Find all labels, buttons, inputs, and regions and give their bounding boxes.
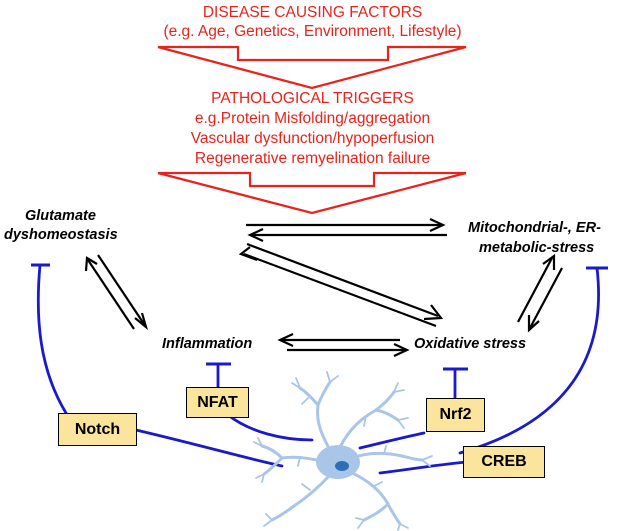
nrf2-to-neuron-line — [358, 431, 426, 450]
nfat-box: NFAT — [186, 387, 249, 418]
arrow-mito-to-oxidative — [527, 267, 563, 333]
arrow-inflammation-to-glutamate — [84, 256, 135, 330]
inflammation-node: Inflammation — [162, 336, 253, 352]
trigger-item: e.g.Protein Misfolding/aggregation — [194, 110, 431, 127]
mito-node-line1: Mitochondrial-, ER- — [468, 220, 601, 236]
red-arrow-lower — [157, 171, 467, 215]
trigger-item: Regenerative remyelination failure — [194, 150, 431, 167]
trigger-item: Vascular dysfunction/hypoperfusion — [190, 130, 435, 147]
arrow-oxidative-to-inflammation — [277, 333, 400, 347]
mito-node-line2: metabolic-stress — [479, 240, 595, 256]
disease-factors-examples: (e.g. Age, Genetics, Environment, Lifest… — [163, 23, 462, 40]
creb-box: CREB — [463, 446, 545, 478]
nrf2-box: Nrf2 — [426, 398, 485, 432]
arrow-glutamate-to-oxidative — [246, 242, 444, 321]
arrow-glutamate-to-mito — [246, 218, 446, 232]
arrow-glutamate-to-inflammation — [97, 254, 149, 331]
glutamate-node-line1: Glutamate — [25, 208, 96, 224]
nfat-to-neuron-line — [226, 413, 314, 442]
glutamate-node-line2: dyshomeostasis — [4, 227, 118, 243]
pathological-triggers-title: PATHOLOGICAL TRIGGERS — [211, 90, 414, 107]
neuron-illustration — [253, 371, 433, 531]
arrow-mito-to-glutamate — [247, 228, 447, 242]
arrow-oxidative-to-mito — [517, 253, 556, 323]
notch-inhibition-line — [36, 263, 68, 415]
oxidative-stress-node: Oxidative stress — [414, 336, 527, 352]
notch-box: Notch — [58, 413, 137, 446]
red-arrow-upper — [157, 45, 467, 90]
arrow-inflammation-to-oxidative — [287, 343, 410, 357]
notch-to-neuron-line — [134, 428, 284, 468]
creb-inhibition-line — [458, 266, 600, 455]
arrow-oxidative-to-glutamate — [238, 246, 437, 328]
disease-factors-title: DISEASE CAUSING FACTORS — [202, 4, 423, 21]
creb-to-neuron-line — [378, 460, 469, 475]
